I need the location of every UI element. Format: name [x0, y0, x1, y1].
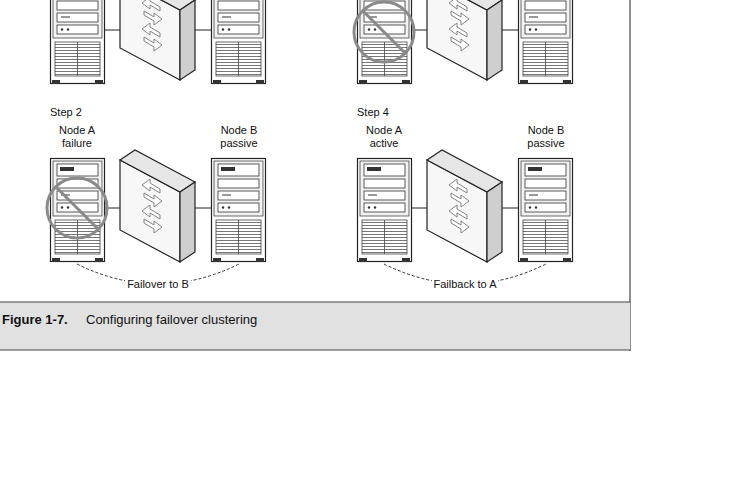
server-node: Node A failure [44, 124, 110, 264]
figure-number: Figure 1-7. [2, 312, 68, 328]
step-label: Step 4 [357, 105, 389, 119]
link-label: Failover to B [125, 278, 191, 291]
node-label: Node B passive [206, 124, 272, 150]
server-node: Node A active [351, 124, 417, 264]
server-node: Node B passive [206, 124, 272, 264]
server-node: Node B passive [513, 124, 579, 264]
link-label: Failback to A [432, 278, 499, 291]
figure-caption: Configuring failover clustering [86, 312, 257, 328]
node-label: Node B passive [513, 124, 579, 150]
step-label: Step 2 [50, 105, 82, 119]
node-label: Node A failure [44, 124, 110, 150]
node-label: Node A active [351, 124, 417, 150]
